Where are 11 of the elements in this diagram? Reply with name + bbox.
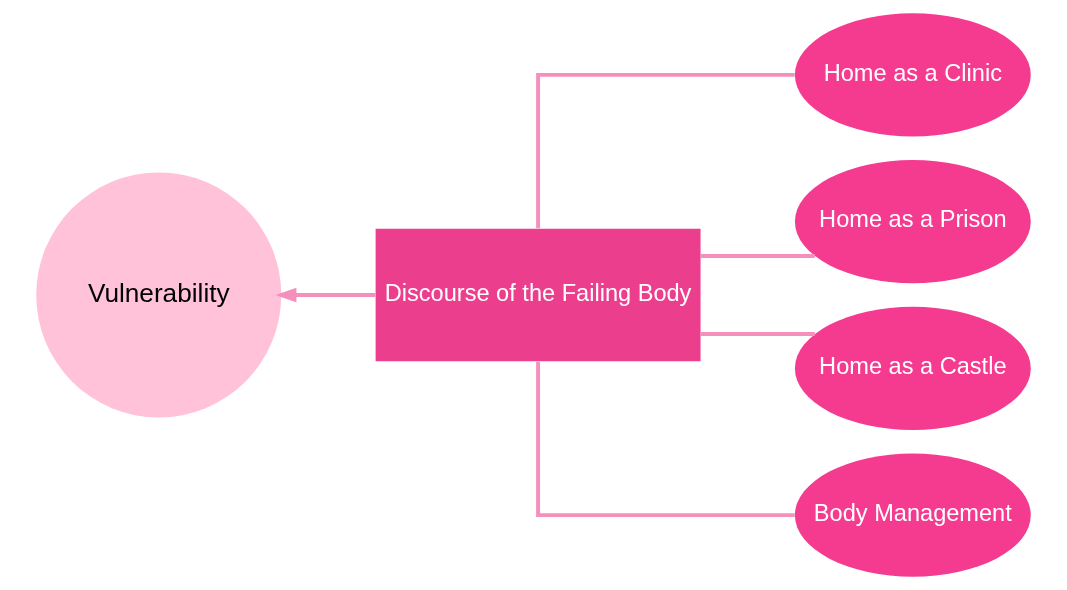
connector xyxy=(700,254,815,258)
node-ellipse: Home as a Prison xyxy=(794,160,1031,284)
node-box: Discourse of the Failing Body xyxy=(375,228,701,362)
connector xyxy=(700,332,815,336)
arrow xyxy=(275,287,376,303)
connector xyxy=(536,72,795,229)
node-ellipse: Body Management xyxy=(794,453,1031,577)
connector xyxy=(536,361,795,518)
node-ellipse: Home as a Castle xyxy=(794,306,1031,430)
node-ellipse: Home as a Clinic xyxy=(794,13,1031,137)
node-circle: Vulnerability xyxy=(36,172,282,418)
